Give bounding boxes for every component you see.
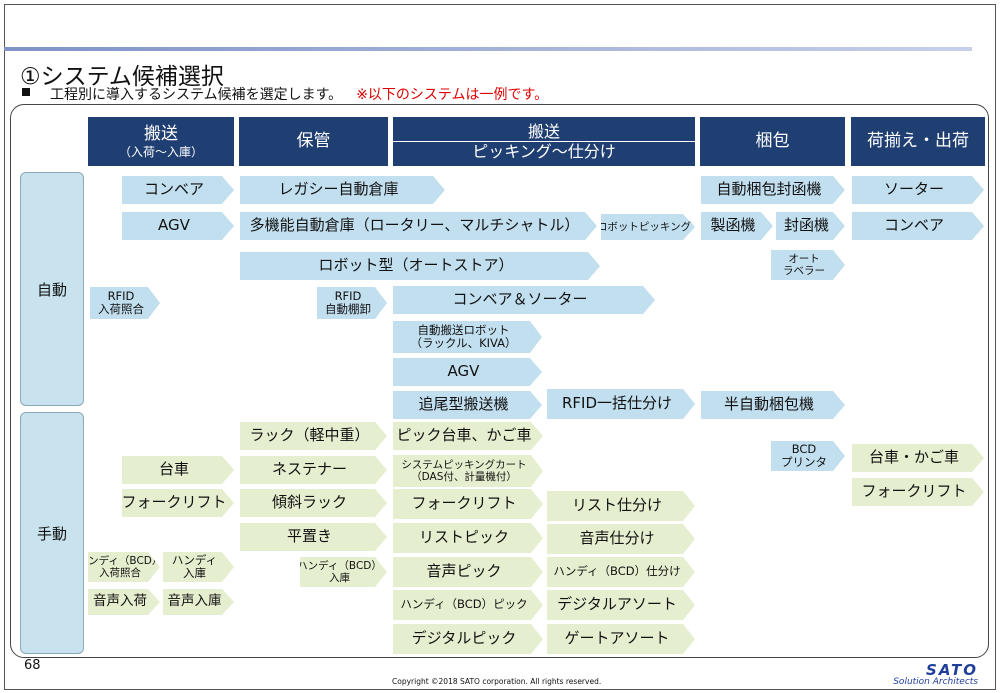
rfid-inventory-line2: 自動棚卸 bbox=[325, 302, 371, 316]
box-rack: ラック（軽中重） bbox=[240, 422, 387, 450]
box-auto-box-sealer: 自動梱包封函機 bbox=[701, 176, 845, 204]
box-conveyor-inbound: コンベア bbox=[122, 176, 234, 204]
header-picking-main: 搬送 bbox=[527, 121, 560, 141]
box-sorter-outbound: ソーター bbox=[852, 176, 984, 204]
box-agv-inbound: AGV bbox=[122, 212, 234, 240]
box-handy-storage-in: ハンディ 入庫 bbox=[163, 552, 234, 582]
handy-arrival-line2: 入荷照合 bbox=[99, 567, 141, 579]
header-picking: 搬送 ピッキング～仕分け bbox=[393, 117, 695, 166]
sato-logo: SATO Solution Architects bbox=[862, 661, 978, 687]
auto-robot-line1: 自動搬送ロボット bbox=[417, 322, 510, 337]
handy-in-line2: 入庫 bbox=[183, 566, 206, 580]
box-semi-auto-packer: 半自動梱包機 bbox=[701, 391, 845, 419]
box-handy-bcd-sort: ハンディ（BCD）仕分け bbox=[547, 557, 695, 587]
logo-tagline: Solution Architects bbox=[893, 677, 978, 687]
system-cart-line2: （DAS付、計量機付） bbox=[411, 471, 517, 483]
row-label-manual: 手動 bbox=[20, 412, 84, 654]
box-cart-inbound: 台車 bbox=[122, 456, 234, 484]
header-packing: 梱包 bbox=[700, 117, 845, 166]
copyright: Copyright ©2018 SATO corporation. All ri… bbox=[392, 677, 602, 686]
page-number: 68 bbox=[24, 658, 41, 673]
box-gate-assort: ゲートアソート bbox=[547, 624, 695, 654]
box-forklift-picking: フォークリフト bbox=[393, 489, 543, 519]
box-list-pick: リストピック bbox=[393, 523, 543, 553]
box-bcd-printer: BCD プリンタ bbox=[771, 441, 845, 471]
box-legacy-warehouse: レガシー自動倉庫 bbox=[240, 176, 445, 204]
subtitle-line: 工程別に導入するシステム候補を選定します。 ※以下のシステムは一例です。 bbox=[50, 84, 548, 104]
header-picking-sub: ピッキング～仕分け bbox=[472, 142, 616, 161]
box-auto-transport-robot: 自動搬送ロボット （ラックル、KIVA） bbox=[393, 321, 542, 353]
header-transport-inbound: 搬送 （入荷～入庫） bbox=[88, 117, 234, 166]
header-shipping: 荷揃え・出荷 bbox=[851, 117, 985, 166]
rfid-arrival-line2: 入荷照合 bbox=[98, 302, 144, 316]
example-note: ※以下のシステムは一例です。 bbox=[356, 87, 549, 103]
header-picking-divider bbox=[393, 141, 695, 142]
header-transport-sub: （入荷～入庫） bbox=[118, 144, 203, 159]
row-label-auto: 自動 bbox=[20, 172, 84, 406]
box-box-maker: 製函機 bbox=[701, 212, 773, 240]
handy-store-line1: ハンディ（BCD） bbox=[297, 559, 382, 572]
bcd-printer-line2: プリンタ bbox=[781, 455, 827, 469]
header-storage-label: 保管 bbox=[296, 131, 331, 152]
box-system-picking-cart: システムピッキングカート （DAS付、計量機付） bbox=[393, 455, 543, 487]
box-tailing-transport: 追尾型搬送機 bbox=[393, 391, 542, 419]
auto-labeler-line1: オート bbox=[788, 252, 820, 265]
box-box-sealer: 封函機 bbox=[776, 212, 845, 240]
subtitle: 工程別に導入するシステム候補を選定します。 bbox=[50, 87, 343, 103]
header-packing-label: 梱包 bbox=[755, 131, 790, 152]
box-pick-cart: ピック台車、かご車 bbox=[393, 422, 543, 450]
box-rfid-inventory: RFID 自動棚卸 bbox=[317, 287, 387, 319]
handy-arrival-line1: ハンディ（BCD） bbox=[77, 554, 163, 567]
bcd-printer-line1: BCD bbox=[791, 441, 817, 456]
handy-store-line2: 入庫 bbox=[329, 572, 350, 584]
page-title: ①システム候補選択 bbox=[20, 64, 224, 90]
box-flat-storage: 平置き bbox=[240, 523, 387, 551]
top-rule bbox=[4, 47, 972, 51]
box-conveyor-outbound: コンベア bbox=[852, 212, 984, 240]
header-transport-main: 搬送 bbox=[144, 124, 178, 145]
header-storage: 保管 bbox=[239, 117, 388, 166]
box-forklift-inbound: フォークリフト bbox=[122, 489, 234, 517]
box-digital-pick: デジタルピック bbox=[393, 624, 543, 654]
box-forklift-outbound: フォークリフト bbox=[852, 478, 984, 506]
box-voice-sort: 音声仕分け bbox=[547, 524, 695, 554]
logo-mark: SATO bbox=[926, 661, 978, 679]
box-rfid-arrival-check: RFID 入荷照合 bbox=[90, 287, 160, 319]
box-handy-bcd-pick: ハンディ（BCD）ピック bbox=[393, 590, 543, 620]
box-handy-bcd-arrival: ハンディ（BCD） 入荷照合 bbox=[88, 552, 160, 582]
box-robot-store: ロボット型（オートストア） bbox=[240, 252, 600, 280]
rfid-arrival-line1: RFID bbox=[107, 288, 135, 303]
box-rfid-batch-sort: RFID一括仕分け bbox=[547, 389, 695, 419]
box-auto-labeler: オート ラベラー bbox=[771, 250, 845, 280]
box-voice-pick: 音声ピック bbox=[393, 557, 543, 587]
box-list-sort: リスト仕分け bbox=[547, 491, 695, 521]
box-slope-rack: 傾斜ラック bbox=[240, 489, 387, 517]
header-shipping-label: 荷揃え・出荷 bbox=[867, 131, 969, 152]
system-cart-line1: システムピッキングカート bbox=[401, 458, 527, 471]
box-conveyor-sorter: コンベア＆ソーター bbox=[393, 286, 655, 314]
box-cart-outbound: 台車・かご車 bbox=[852, 444, 984, 472]
auto-labeler-line2: ラベラー bbox=[783, 265, 825, 277]
auto-robot-line2: （ラックル、KIVA） bbox=[410, 336, 517, 350]
box-voice-storage-in: 音声入庫 bbox=[163, 589, 234, 615]
box-handy-bcd-storage: ハンディ（BCD） 入庫 bbox=[300, 557, 387, 587]
box-voice-arrival: 音声入荷 bbox=[88, 589, 160, 615]
bullet-square-icon bbox=[22, 88, 30, 96]
box-robot-picking: ロボットピッキング bbox=[601, 214, 695, 240]
handy-in-line1: ハンディ bbox=[171, 552, 218, 567]
box-agv-picking: AGV bbox=[393, 358, 542, 386]
box-digital-assort: デジタルアソート bbox=[547, 590, 695, 620]
box-nestainer: ネステナー bbox=[240, 456, 387, 484]
box-multi-function-warehouse: 多機能自動倉庫（ロータリー、マルチシャトル） bbox=[240, 212, 597, 240]
rfid-inventory-line1: RFID bbox=[334, 288, 362, 303]
